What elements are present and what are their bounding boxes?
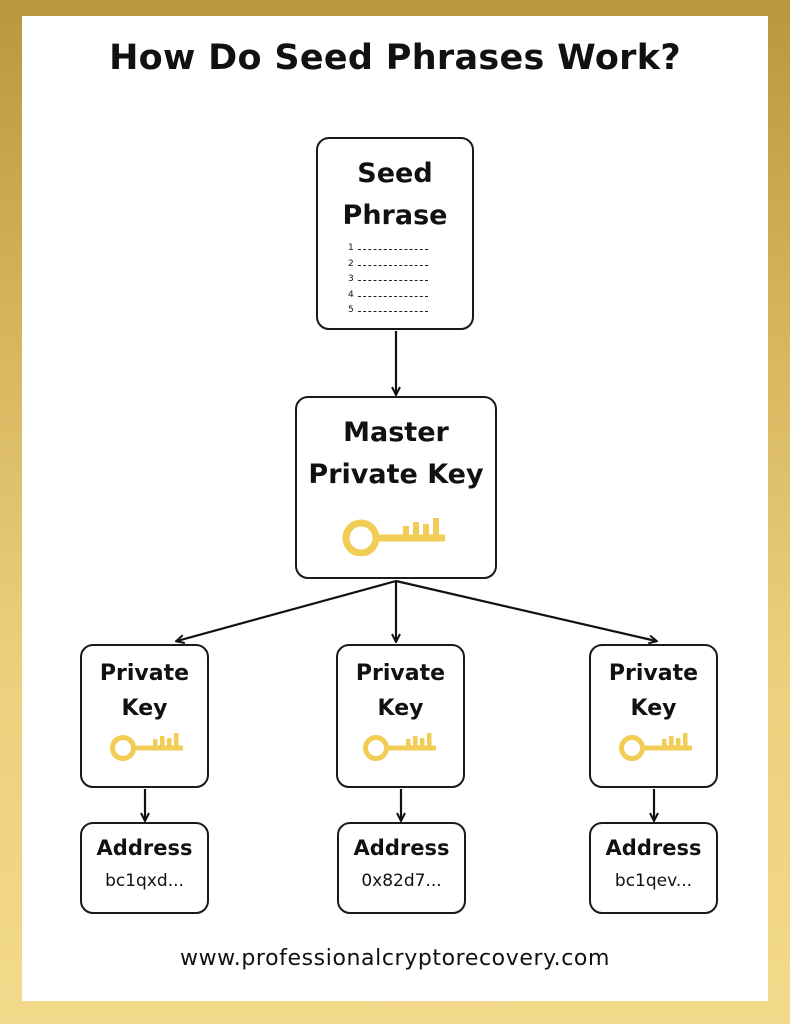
private-key-line2: Key: [121, 696, 168, 721]
seed-word-line: 3: [348, 272, 472, 288]
seed-word-line: 4: [348, 288, 472, 304]
address-label: Address: [353, 836, 450, 860]
address-label: Address: [605, 836, 702, 860]
private-key-line1: Private: [99, 661, 190, 686]
seed-title-line1: Seed: [357, 158, 433, 189]
address-box: Address bc1qxd...: [80, 822, 209, 914]
footer-url: www.professionalcryptorecovery.com: [180, 946, 610, 971]
address-value: 0x82d7...: [361, 871, 442, 891]
seed-phrase-title: Seed Phrase: [318, 153, 472, 237]
key-icon: [619, 733, 692, 761]
master-key-title: Master Private Key: [297, 412, 495, 496]
address-box: Address bc1qev...: [589, 822, 718, 914]
private-key-box: Private Key: [589, 644, 718, 788]
private-key-line2: Key: [630, 696, 677, 721]
address-value: bc1qxd...: [105, 871, 184, 891]
private-key-line2: Key: [377, 696, 424, 721]
key-icon: [110, 733, 183, 761]
seed-phrase-box: Seed Phrase 1 2 3 4 5: [316, 137, 474, 330]
private-key-box: Private Key: [80, 644, 209, 788]
address-value: bc1qev...: [614, 871, 693, 891]
address-box: Address 0x82d7...: [337, 822, 466, 914]
master-title-line2: Private Key: [308, 459, 484, 490]
key-icon: [363, 733, 436, 761]
seed-word-line: 5: [348, 303, 472, 319]
private-key-title: Private Key: [82, 656, 207, 726]
private-key-line1: Private: [355, 661, 446, 686]
seed-title-line2: Phrase: [342, 200, 448, 231]
master-title-line1: Master: [343, 417, 449, 448]
page-title: How Do Seed Phrases Work?: [109, 38, 681, 78]
address-label: Address: [96, 836, 193, 860]
master-private-key-box: Master Private Key: [295, 396, 497, 579]
seed-word-line: 2: [348, 257, 472, 273]
seed-word-list: 1 2 3 4 5: [348, 241, 472, 319]
private-key-line1: Private: [608, 661, 699, 686]
private-key-box: Private Key: [336, 644, 465, 788]
key-icon: [342, 518, 445, 556]
private-key-title: Private Key: [338, 656, 463, 726]
seed-word-line: 1: [348, 241, 472, 257]
private-key-title: Private Key: [591, 656, 716, 726]
